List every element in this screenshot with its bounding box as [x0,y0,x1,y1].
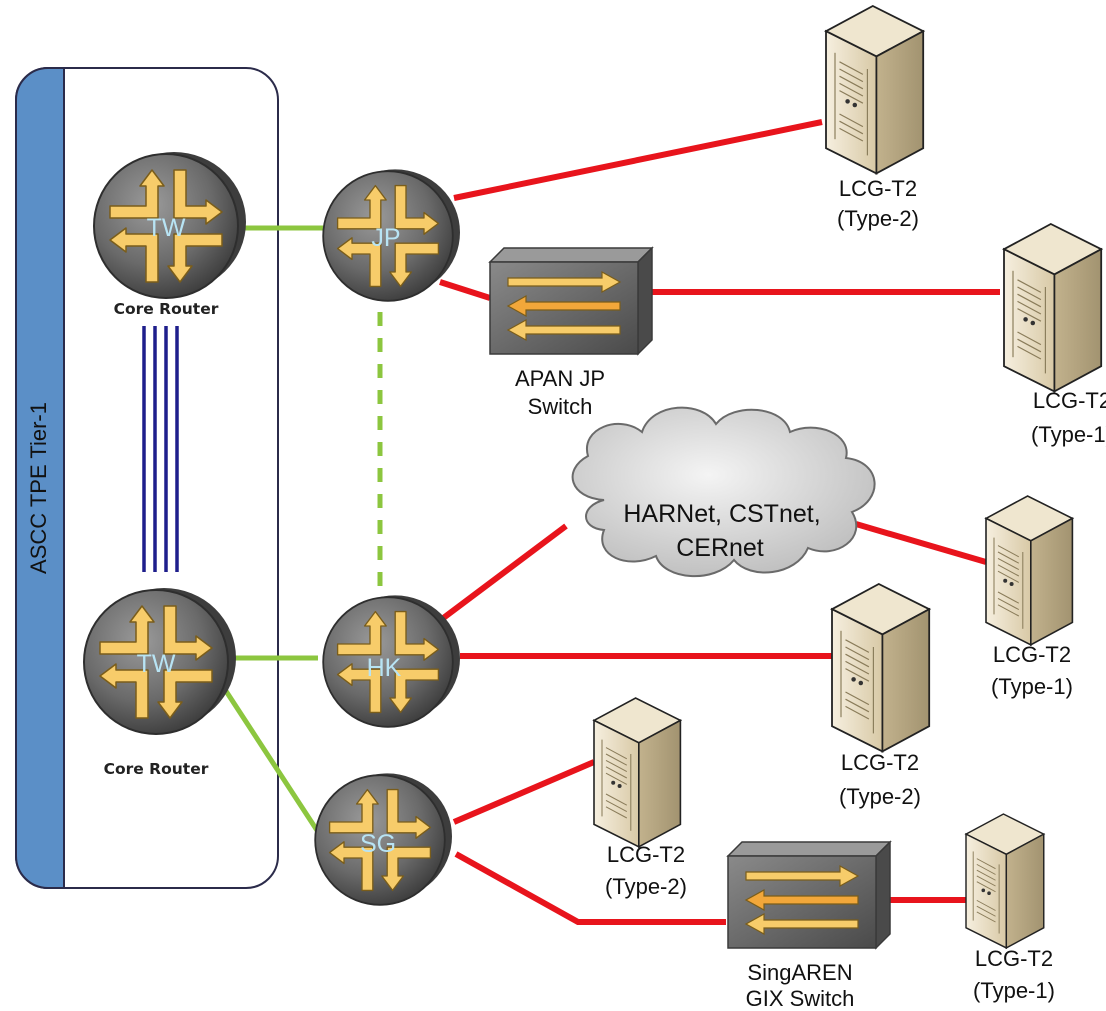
server-label-line2: (Type-2) [605,874,687,899]
edge-router-jp: JP [322,168,461,302]
backbone-links [142,326,179,572]
server-label-line2: (Type-1) [1031,422,1106,447]
router-code: JP [371,224,400,252]
switch-label-line2: Switch [528,394,593,419]
server-lcg-t2-1: LCG-T2 (Type-2) [825,5,925,231]
server-label-line1: LCG-T2 [841,750,919,775]
server-label-line1: LCG-T2 [993,642,1071,667]
cloud: HARNet, CSTnet, CERnet [571,406,876,578]
server-lcg-t2-6: LCG-T2 (Type-1) [965,813,1055,1003]
link-jp-apan [439,279,491,301]
switch-label-line1: APAN JP [515,366,605,391]
router-caption: Core Router [104,760,209,778]
server-label-line2: (Type-1) [991,674,1073,699]
server-label-line2: (Type-1) [973,978,1055,1003]
server-lcg-t2-3: LCG-T2 (Type-1) [985,495,1074,699]
switch-apan-jp: APAN JP Switch [489,247,653,419]
regional-links [221,225,383,840]
server-label-line2: (Type-2) [837,206,919,231]
router-caption: Core Router [114,300,219,318]
router-code: SG [360,830,396,858]
server-lcg-t2-5: LCG-T2 (Type-2) [593,697,687,899]
switch-label-line1: SingAREN [747,960,852,985]
server-label-line1: LCG-T2 [839,176,917,201]
server-label-line1: LCG-T2 [1033,388,1106,413]
panel-stripe [15,67,65,889]
cloud-label-line1: HARNet, CSTnet, [623,500,820,528]
link-jp-server1 [453,119,823,201]
wan-links [436,119,1000,925]
cloud-label-line2: CERnet [676,534,764,562]
edge-router-hk: HK [322,594,461,728]
edge-router-sg: SG [314,772,453,906]
server-lcg-t2-4: LCG-T2 (Type-2) [831,583,931,809]
server-label-line1: LCG-T2 [975,946,1053,971]
panel-label: ASCC TPE Tier-1 [26,402,51,574]
router-code: TW [137,650,176,678]
link-sg-server5 [452,759,596,825]
server-lcg-t2-2: LCG-T2 (Type-1) [1003,223,1106,447]
link-tw-sg [221,686,325,840]
core-router-tw-bottom: TW Core Router [83,587,237,778]
router-code: HK [367,654,402,682]
core-router-tw-top: TW Core Router [93,151,247,318]
link-hk-cloud [436,523,568,625]
switch-label-line2: GIX Switch [746,986,855,1011]
server-label-line1: LCG-T2 [607,842,685,867]
server-label-line2: (Type-2) [839,784,921,809]
switch-singaren-gix: SingAREN GIX Switch [727,841,891,1011]
link-cloud-server3 [855,521,987,565]
link-sg-singaren [454,851,726,925]
router-code: TW [147,214,186,242]
